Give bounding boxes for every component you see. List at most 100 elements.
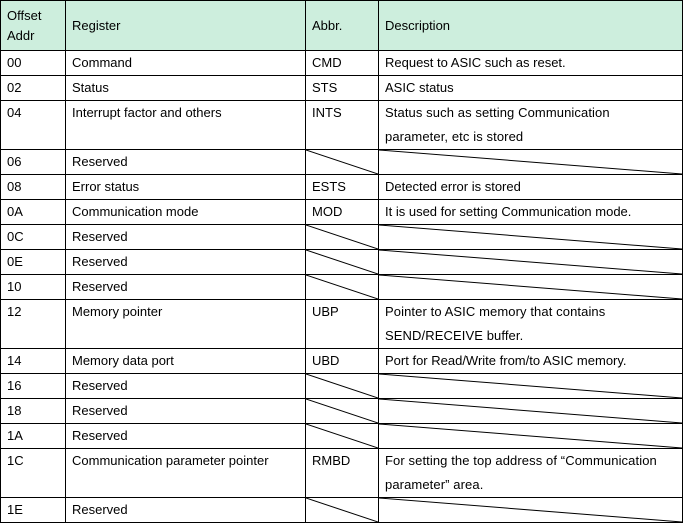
cell-abbr: RMBD	[305, 448, 379, 498]
cell-offset: 10	[0, 274, 66, 300]
diagonal-slash	[379, 275, 682, 299]
diagonal-slash	[379, 374, 682, 398]
cell-description: Request to ASIC such as reset.	[378, 50, 683, 76]
cell-description	[378, 423, 683, 449]
cell-register: Interrupt factor and others	[65, 100, 306, 150]
header-abbr: Abbr.	[305, 0, 379, 51]
header-row: Offset Addr Register Abbr. Description	[0, 0, 683, 51]
cell-description: Detected error is stored	[378, 174, 683, 200]
cell-offset: 08	[0, 174, 66, 200]
cell-description: Status such as setting Communication par…	[378, 100, 683, 150]
cell-register: Reserved	[65, 373, 306, 399]
cell-description: Port for Read/Write from/to ASIC memory.	[378, 348, 683, 374]
cell-description: It is used for setting Communication mod…	[378, 199, 683, 225]
cell-register: Command	[65, 50, 306, 76]
cell-description	[378, 497, 683, 523]
cell-register: Reserved	[65, 497, 306, 523]
cell-offset: 16	[0, 373, 66, 399]
table-header: Offset Addr Register Abbr. Description	[0, 0, 683, 51]
diagonal-slash	[379, 498, 682, 522]
cell-abbr: INTS	[305, 100, 379, 150]
diagonal-slash	[306, 424, 378, 448]
cell-offset: 06	[0, 149, 66, 175]
diagonal-slash	[379, 225, 682, 249]
cell-description: Pointer to ASIC memory that contains SEN…	[378, 299, 683, 349]
cell-register: Status	[65, 75, 306, 101]
diagonal-slash	[379, 424, 682, 448]
diagonal-slash	[379, 399, 682, 423]
cell-abbr: MOD	[305, 199, 379, 225]
cell-register: Reserved	[65, 224, 306, 250]
cell-offset: 14	[0, 348, 66, 374]
cell-abbr	[305, 274, 379, 300]
cell-offset: 18	[0, 398, 66, 424]
cell-offset: 0E	[0, 249, 66, 275]
cell-description	[378, 249, 683, 275]
cell-abbr	[305, 497, 379, 523]
cell-abbr: UBD	[305, 348, 379, 374]
header-description: Description	[378, 0, 683, 51]
cell-offset: 0A	[0, 199, 66, 225]
cell-register: Error status	[65, 174, 306, 200]
cell-offset: 0C	[0, 224, 66, 250]
cell-register: Reserved	[65, 149, 306, 175]
cell-abbr	[305, 373, 379, 399]
diagonal-slash	[306, 250, 378, 274]
cell-description: For setting the top address of “Communic…	[378, 448, 683, 498]
cell-abbr	[305, 249, 379, 275]
cell-abbr: STS	[305, 75, 379, 101]
cell-offset: 1C	[0, 448, 66, 498]
diagonal-slash	[306, 225, 378, 249]
diagonal-slash	[306, 399, 378, 423]
cell-offset: 04	[0, 100, 66, 150]
cell-offset: 1E	[0, 497, 66, 523]
cell-offset: 00	[0, 50, 66, 76]
cell-register: Memory pointer	[65, 299, 306, 349]
cell-register: Communication mode	[65, 199, 306, 225]
cell-abbr	[305, 398, 379, 424]
cell-register: Reserved	[65, 398, 306, 424]
cell-abbr: ESTS	[305, 174, 379, 200]
cell-abbr	[305, 149, 379, 175]
cell-register: Reserved	[65, 249, 306, 275]
cell-offset: 12	[0, 299, 66, 349]
cell-abbr: UBP	[305, 299, 379, 349]
diagonal-slash	[306, 498, 378, 522]
diagonal-slash	[306, 275, 378, 299]
cell-register: Reserved	[65, 274, 306, 300]
cell-register: Reserved	[65, 423, 306, 449]
cell-abbr	[305, 423, 379, 449]
cell-description: ASIC status	[378, 75, 683, 101]
diagonal-slash	[306, 374, 378, 398]
cell-register: Memory data port	[65, 348, 306, 374]
diagonal-slash	[379, 150, 682, 174]
header-register: Register	[65, 0, 306, 51]
cell-description	[378, 373, 683, 399]
cell-description	[378, 224, 683, 250]
header-offset-addr: Offset Addr	[0, 0, 66, 51]
diagonal-slash	[379, 250, 682, 274]
cell-offset: 02	[0, 75, 66, 101]
cell-description	[378, 398, 683, 424]
cell-register: Communication parameter pointer	[65, 448, 306, 498]
diagonal-slash	[306, 150, 378, 174]
cell-description	[378, 149, 683, 175]
cell-abbr: CMD	[305, 50, 379, 76]
